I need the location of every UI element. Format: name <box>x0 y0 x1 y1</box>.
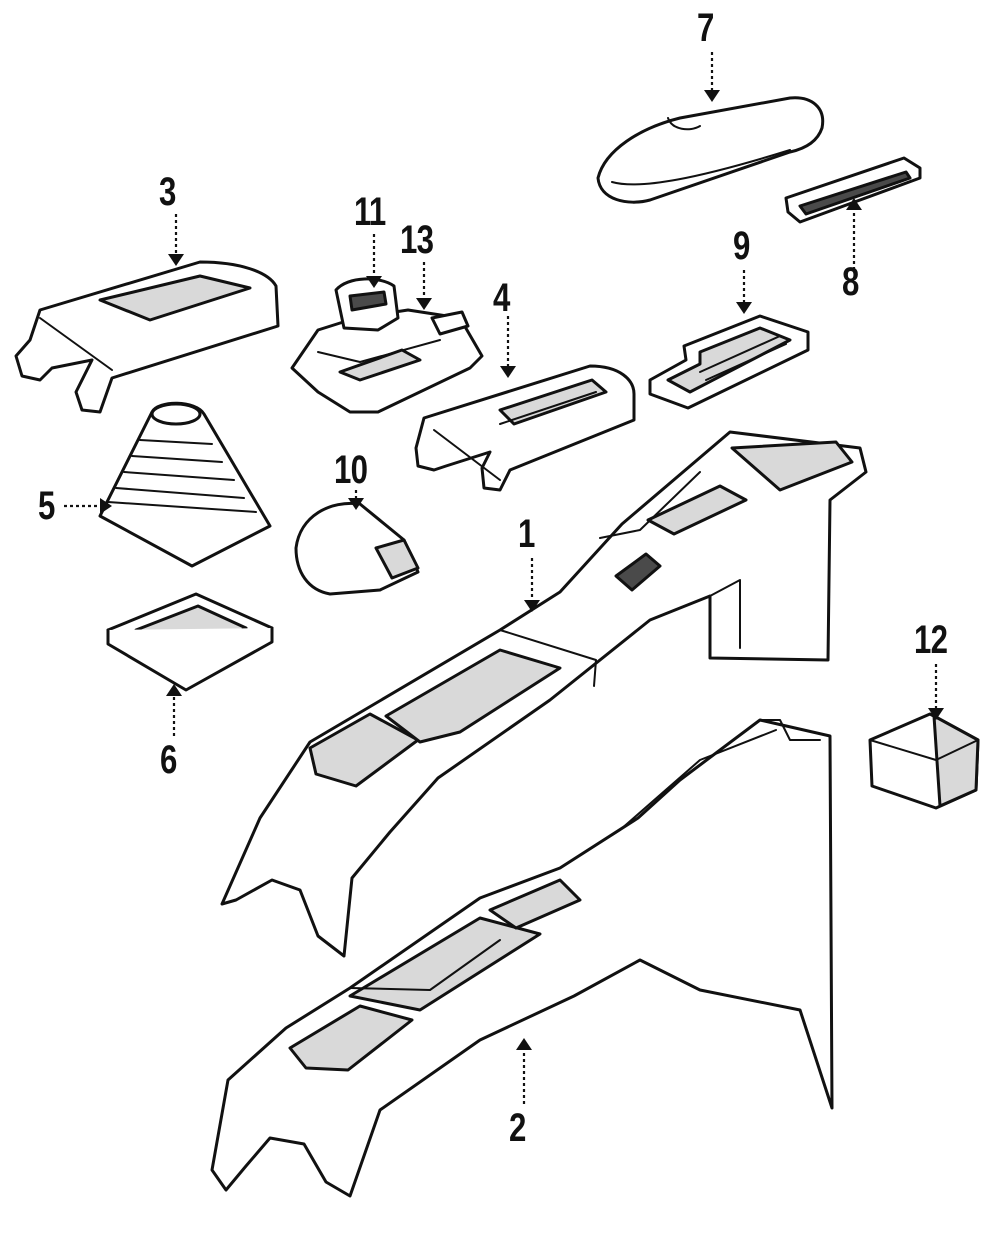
callout-8: 8 <box>842 260 859 304</box>
callout-5: 5 <box>38 484 55 528</box>
part-11-13-shifter-assembly <box>290 277 484 414</box>
callout-4: 4 <box>493 276 510 320</box>
callout-13: 13 <box>400 218 434 262</box>
part-1-upper-console <box>220 430 868 958</box>
callout-10: 10 <box>334 448 368 492</box>
callout-7: 7 <box>697 6 714 50</box>
part-12-switch <box>868 712 980 810</box>
part-6-boot-retainer <box>106 592 274 692</box>
part-4-console-cover <box>414 364 636 492</box>
part-3-shifter-bezel <box>14 260 280 414</box>
part-9-storage-tray <box>648 314 810 410</box>
callout-6: 6 <box>160 738 177 782</box>
part-5-shift-boot <box>98 401 272 568</box>
callout-2: 2 <box>509 1106 526 1150</box>
part-2-lower-console <box>210 718 834 1198</box>
part-7-armrest-lid <box>596 96 825 204</box>
callout-12: 12 <box>914 618 948 662</box>
part-10-cover-cap <box>294 501 420 596</box>
callout-3: 3 <box>159 170 176 214</box>
callout-1: 1 <box>518 512 535 556</box>
leader-lines <box>64 52 944 1104</box>
part-8-trim-strip <box>784 156 922 224</box>
callout-11: 11 <box>354 190 386 234</box>
callout-9: 9 <box>733 224 750 268</box>
